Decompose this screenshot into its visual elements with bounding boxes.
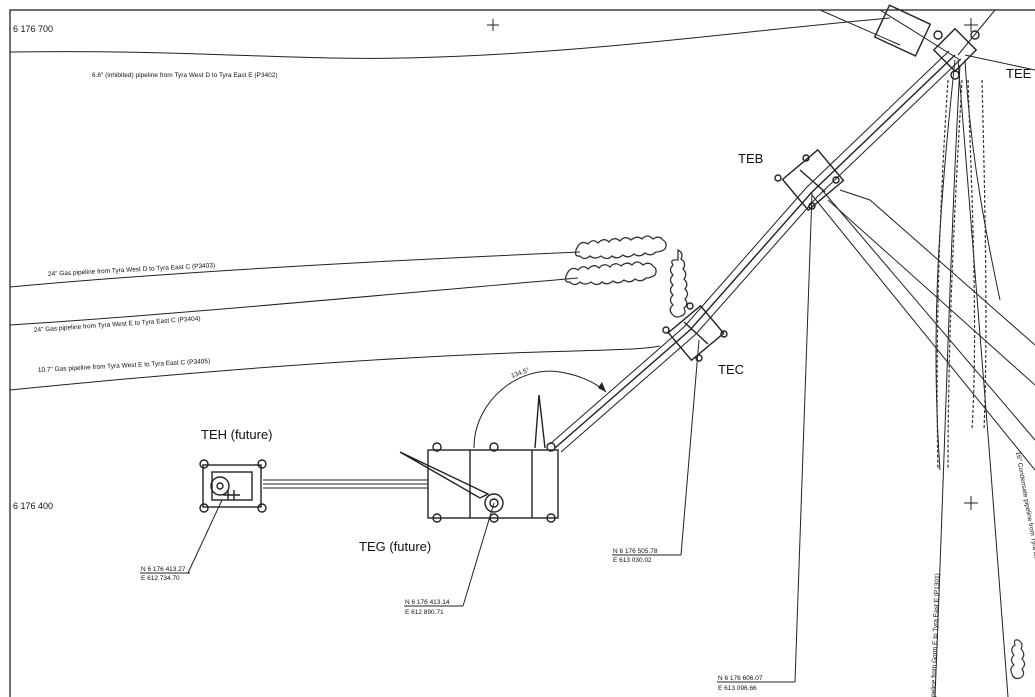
coord-teg-n: N 6 176 413.14	[405, 599, 450, 606]
label-pipeline-p3402: 6.6" (inhibited) pipeline from Tyra West…	[92, 72, 277, 79]
coord-callout-teb: N 6 176 606.07 E 613 096.66	[717, 192, 813, 692]
platform-teg	[399, 394, 559, 523]
rock-dump-bottom-right	[1010, 639, 1026, 680]
label-pipeline-p3404: 24" Gas pipeline from Tyra West E to Tyr…	[34, 315, 201, 334]
pipelines-tee-south	[934, 59, 1009, 697]
coord-callout-teh: N 6 176 413.27 E 612 734.70	[140, 499, 223, 582]
grid-label-north-lower: 6 176 400	[13, 501, 53, 511]
grid-label-north-upper: 6 176 700	[13, 24, 53, 34]
pipeline-p3402	[9, 17, 891, 59]
platform-tec	[662, 302, 728, 362]
label-platform-teh: TEH (future)	[201, 427, 273, 442]
pipelines-teb-southeast	[811, 189, 1035, 471]
drawing-frame	[9, 9, 1035, 697]
platform-teh	[199, 459, 267, 513]
coord-tec-e: E 613 030.02	[613, 557, 652, 564]
label-platform-teb: TEB	[738, 151, 763, 166]
grid-cross-topright	[964, 18, 978, 32]
main-bridge-route	[549, 50, 962, 453]
coord-teb-n: N 6 176 606.07	[718, 675, 763, 682]
angle-arc	[473, 370, 607, 449]
grid-cross-top	[487, 19, 499, 31]
label-pipeline-p3403: 24" Gas pipeline from Tyra West D to Tyr…	[48, 262, 216, 278]
label-pipeline-p1301: peline from Gorm E to Tyra East E (P1301…	[930, 573, 941, 697]
rock-dump-upper	[574, 235, 667, 260]
platform-tee	[873, 4, 980, 80]
rock-dump-tee-right	[967, 79, 987, 431]
angle-arrow	[598, 382, 606, 392]
coord-teb-e: E 613 096.66	[718, 685, 757, 692]
pipeline-p3405	[9, 345, 661, 391]
pipelines-tee-north	[879, 9, 1035, 71]
platform-teb	[774, 148, 845, 212]
coord-teg-e: E 612 890.71	[405, 609, 444, 616]
pipeline-p3403	[9, 251, 581, 288]
bridge-teh-teg	[263, 479, 428, 489]
label-platform-tec: TEC	[718, 362, 744, 377]
label-platform-tee: TEE	[1006, 66, 1032, 81]
coord-callout-teg: N 6 176 413.14 E 612 890.71	[404, 502, 495, 616]
coord-teh-e: E 612 734.70	[141, 575, 180, 582]
grid-cross-right	[964, 496, 978, 510]
coord-teh-n: N 6 176 413.27	[141, 566, 186, 573]
label-pipeline-p3405: 10.7" Gas pipeline from Tyra West E to T…	[38, 358, 211, 374]
coord-tec-n: N 6 176 505.78	[613, 548, 658, 555]
pipeline-p3404	[9, 277, 579, 326]
rock-dump-lower	[564, 261, 657, 286]
pipeline-p3402-end	[819, 9, 901, 46]
label-pipeline-condensate: 16" Condensate pipeline from Tyra East E…	[1014, 451, 1035, 579]
label-platform-teg: TEG (future)	[359, 539, 431, 554]
rock-dump-tee-left	[936, 79, 963, 471]
coord-callout-tec: N 6 176 505.78 E 613 030.02	[612, 339, 700, 564]
rock-dump-vertical	[669, 248, 689, 318]
